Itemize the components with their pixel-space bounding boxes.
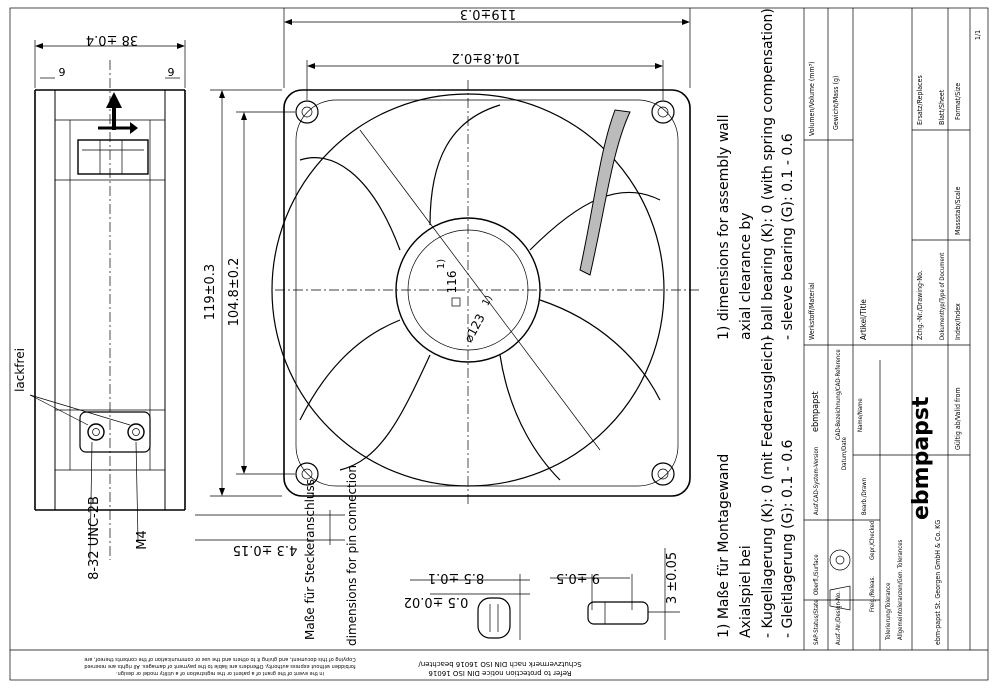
pin-dim-2: 0.5 ±0.02 bbox=[404, 594, 469, 609]
side-edge-dim-left: 6 bbox=[59, 65, 66, 78]
thread-hole-right bbox=[127, 423, 145, 441]
note-en-2: axial clearance by bbox=[738, 212, 754, 340]
pin-offset-dim: 4.3 ±0.15 bbox=[233, 542, 298, 557]
tb-cad-system: Ausf.CAD-System-Version bbox=[813, 447, 820, 515]
tb-mass: Gewicht/Mass (g) bbox=[832, 76, 840, 130]
tb-doc-type: Dokumenttyp/Type of Document bbox=[939, 253, 946, 340]
pin-details bbox=[195, 510, 680, 640]
tb-volume: Volumen/Volume (mm³) bbox=[808, 61, 816, 136]
tb-cad-ref: CAD-Bezeichnung/CAD-Reference bbox=[835, 349, 842, 440]
diameter-dim: ⌀123 bbox=[461, 312, 488, 345]
mount-hole-tl bbox=[295, 100, 319, 124]
tb-released: Freig./Releas. bbox=[869, 576, 876, 612]
pin-dim-1: 8.5 ±0.1 bbox=[428, 570, 484, 585]
copyright-1: Copying of this document, and giving it … bbox=[84, 656, 355, 662]
tb-date: Datum/Date bbox=[841, 436, 848, 470]
tb-material: Werkstoff/Material bbox=[808, 282, 816, 340]
diameter-note: 1) bbox=[481, 294, 496, 308]
thread-label: 8-32 UNC-2B bbox=[87, 496, 102, 580]
tb-sheet: Blatt/Sheet bbox=[938, 89, 946, 125]
note-de-3: - Kugellagerung (K): 0 (mit Federausglei… bbox=[760, 336, 776, 638]
tb-sap-state: SAP-Status/State bbox=[813, 599, 820, 645]
mount-hole-br bbox=[651, 462, 675, 486]
fan-frame bbox=[283, 89, 691, 497]
airflow-arrow-icon bbox=[106, 92, 122, 130]
outer-width-dim: 119±0.3 bbox=[460, 6, 516, 21]
hole-size-dim: 116 bbox=[445, 271, 459, 294]
tb-design-no: Ausf.-Nr./Design-No. bbox=[835, 591, 842, 645]
hole-pitch-width-dim: 104.8±0.2 bbox=[452, 50, 521, 65]
copyright-3: in the event of the grant of a patent or… bbox=[116, 670, 324, 676]
tb-replaces: Ersatz/Replaces bbox=[916, 75, 924, 125]
protection-en: Refer to protection notice DIN ISO 16016 bbox=[428, 669, 572, 677]
tb-format: Format/Size bbox=[954, 83, 962, 120]
side-view bbox=[29, 40, 186, 561]
tb-surface: Oberfl./Surface bbox=[813, 554, 820, 595]
side-width-dim: 38 ±0.4 bbox=[86, 32, 138, 47]
tb-drawing-no: Zchg.-Nr./Drawing-No. bbox=[916, 270, 924, 340]
pin-body bbox=[587, 601, 649, 625]
mount-hole-bl bbox=[295, 462, 319, 486]
note-en-4: - sleeve bearing (G): 0.1 - 0.6 bbox=[780, 133, 796, 340]
note-en-1: 1) dimensions for assembly wall bbox=[716, 114, 732, 340]
pin-sleeve bbox=[477, 597, 511, 639]
hole-pitch-height-dim: 104.8±0.2 bbox=[227, 258, 242, 327]
lackfrei-label: lackfrei bbox=[13, 348, 27, 392]
outer-height-dim: 119±0.3 bbox=[203, 264, 218, 320]
tb-index: Index/Index bbox=[954, 303, 962, 340]
m4-label: M4 bbox=[135, 530, 150, 550]
pin-dim-3: 9 ±0.5 bbox=[556, 570, 600, 585]
tb-page: 1/1 bbox=[974, 30, 982, 40]
tb-ebmpapst-small: ebmpapst bbox=[811, 391, 821, 432]
pin-label-de: Maße für Steckeranschluss bbox=[303, 479, 317, 640]
note-de-4: - Gleitlagerung (G): 0.1 - 0.6 bbox=[780, 439, 796, 638]
pin-dim-4: 3 ±0.05 bbox=[665, 552, 680, 604]
hole-size-note: 1) bbox=[436, 259, 447, 269]
tb-name: Name/Name bbox=[857, 398, 864, 432]
protection-de: Schutzvermerk nach DIN ISO 16016 beachte… bbox=[418, 660, 582, 668]
mount-hole-tr bbox=[651, 100, 675, 124]
pin-label-en: dimensions for pin connection bbox=[345, 465, 359, 646]
tb-drawn: Bearb./Drawn bbox=[861, 478, 868, 515]
projection-symbol-icon bbox=[829, 549, 851, 571]
note-de-1: 1) Maße für Montagewand bbox=[716, 454, 732, 638]
tb-tolerance: Tolerierung/Tolerance bbox=[885, 582, 892, 641]
cable bbox=[579, 109, 631, 276]
tb-company: ebm-papst St. Georgen GmbH & Co. KG bbox=[934, 520, 942, 645]
thread-hole-left bbox=[87, 423, 105, 441]
title-block bbox=[803, 8, 971, 650]
tb-title: Artikel/Title bbox=[859, 299, 868, 340]
tb-checked: Gepr./Checked bbox=[869, 521, 876, 560]
front-view bbox=[210, 8, 700, 505]
tb-scale: Massstab/Scale bbox=[954, 186, 962, 235]
tb-valid-from: Gültig ab/Valid from bbox=[954, 387, 962, 450]
copyright-2: forbidden without express authority. Off… bbox=[84, 663, 355, 669]
tb-gen-tolerances: Allgemeintoleranzen/Gen. Tolerances bbox=[897, 539, 904, 640]
note-de-2: Axialspiel bei bbox=[738, 545, 754, 638]
tb-brand-logo: ebmpapst bbox=[909, 396, 934, 520]
note-en-3: - ball bearing (K): 0 (with spring compe… bbox=[760, 8, 776, 340]
projection-cone-icon bbox=[829, 585, 851, 611]
drawing-frame bbox=[9, 7, 989, 681]
side-edge-dim-right: 6 bbox=[168, 65, 175, 78]
